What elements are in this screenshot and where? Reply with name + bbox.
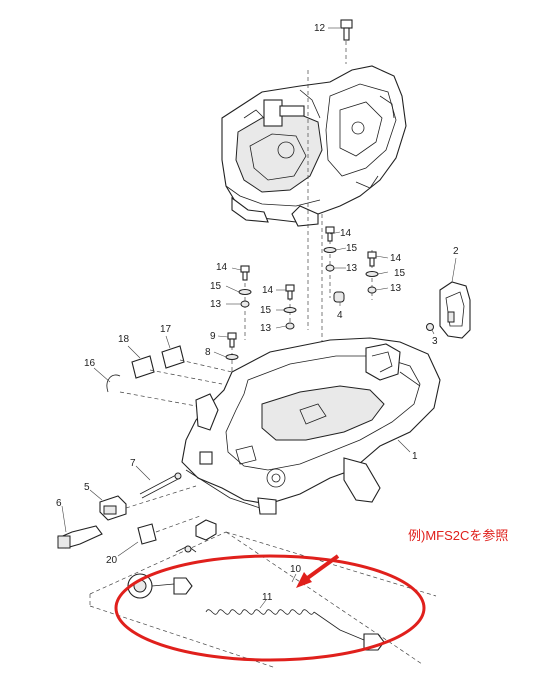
bolt-set-right [365, 251, 379, 294]
grommet-4 [333, 291, 345, 303]
callout-12: 12 [314, 23, 326, 34]
callout-15c: 15 [210, 281, 222, 292]
callout-17: 17 [160, 324, 172, 335]
callout-10: 10 [290, 564, 302, 575]
nut [195, 519, 217, 541]
highlight-arrow-head [296, 572, 312, 588]
callout-7: 7 [130, 458, 136, 469]
clip-16 [106, 374, 121, 393]
callout-4: 4 [337, 310, 343, 321]
callout-6: 6 [56, 498, 62, 509]
callout-13d: 13 [260, 323, 272, 334]
callout-15a: 15 [346, 243, 358, 254]
bolt-set-mid [283, 284, 297, 330]
callout-18: 18 [118, 334, 130, 345]
callout-8: 8 [205, 347, 211, 358]
callout-14c: 14 [216, 262, 228, 273]
callout-16: 16 [84, 358, 96, 369]
callout-2: 2 [453, 246, 459, 257]
callout-3: 3 [432, 336, 438, 347]
callout-15d: 15 [260, 305, 272, 316]
bolt-set-center [323, 226, 337, 272]
label-20 [137, 523, 157, 545]
highlight-ellipse [114, 554, 426, 662]
reference-note: 例)MFS2Cを参照 [408, 528, 508, 543]
callout-15b: 15 [394, 268, 406, 279]
callout-11: 11 [262, 592, 273, 603]
cable-7 [139, 472, 182, 499]
pin-3 [426, 323, 434, 331]
coil-cord-11 [205, 609, 385, 651]
callout-13c: 13 [210, 299, 222, 310]
button-6 [57, 525, 103, 549]
callout-14d: 14 [262, 285, 274, 296]
bolt-set-8-9 [225, 332, 239, 360]
callout-1: 1 [412, 451, 418, 462]
callout-14b: 14 [390, 253, 402, 264]
callout-9: 9 [210, 331, 216, 342]
bolt-12 [340, 19, 353, 41]
seal-18 [131, 355, 155, 379]
callout-14a: 14 [340, 228, 352, 239]
lanyard-plug-10 [127, 545, 197, 599]
callout-13a: 13 [346, 263, 358, 274]
switch-5 [99, 495, 127, 521]
engine-block [221, 65, 407, 227]
callout-5: 5 [84, 482, 90, 493]
cover-2 [439, 281, 471, 339]
seal-17 [161, 345, 185, 369]
bottom-cowling-1 [181, 337, 441, 515]
callout-20: 20 [106, 555, 118, 566]
callout-13b: 13 [390, 283, 402, 294]
